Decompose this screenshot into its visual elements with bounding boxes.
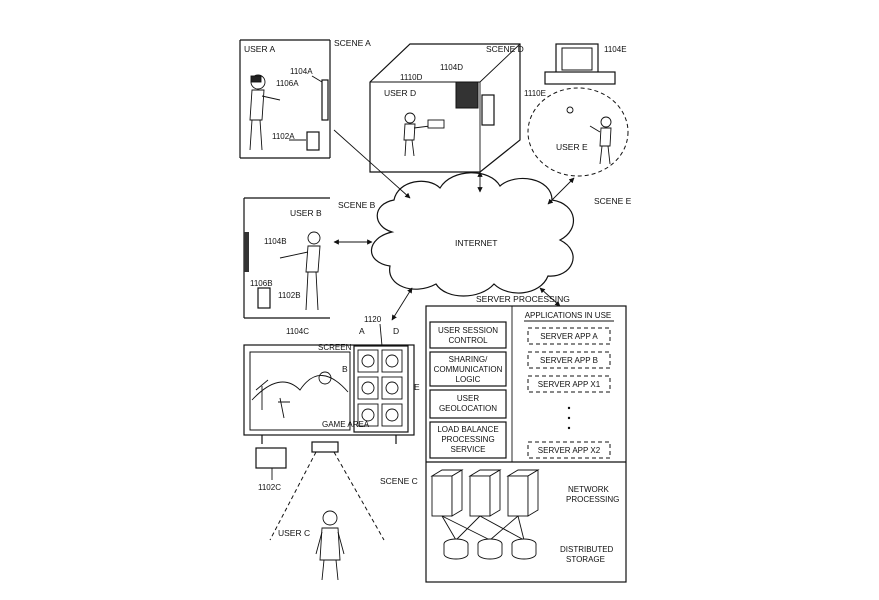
scene-d: SCENE D 1110D 1104D USER D <box>369 43 524 173</box>
scene-c: SCREEN GAME AREA 1104C 1120 A D B E 1102… <box>243 315 420 581</box>
module-geo-line1: USER <box>457 394 479 403</box>
network-processing-l2: PROCESSING <box>566 495 619 504</box>
module-session-line2: CONTROL <box>448 336 488 345</box>
module-geo-line2: GEOLOCATION <box>439 404 497 413</box>
panel-e-label: E <box>414 382 420 392</box>
ref-1104a: 1104A <box>290 67 313 76</box>
module-lb-line2: PROCESSING <box>441 435 494 444</box>
server-racks <box>430 469 540 517</box>
app-b-label: SERVER APP B <box>540 356 598 365</box>
ref-1104e: 1104E <box>604 45 627 54</box>
display-1104d <box>455 81 479 109</box>
user-b-label: USER B <box>290 208 322 218</box>
internet-label: INTERNET <box>455 238 498 248</box>
applications-in-use: APPLICATIONS IN USE SERVER APP A SERVER … <box>524 311 614 459</box>
server-processing: SERVER PROCESSING USER SESSION CONTROL S… <box>425 294 627 583</box>
scene-a: USER A SCENE A 1104A 1106A 1102A <box>239 38 371 159</box>
controller-1102c <box>255 447 287 469</box>
panel-b-label: B <box>342 364 348 374</box>
module-geolocation <box>429 389 507 419</box>
controller-1102b <box>257 287 271 309</box>
module-lb-line3: SERVICE <box>451 445 486 454</box>
app-a-label: SERVER APP A <box>540 332 598 341</box>
user-a-figure <box>249 74 281 151</box>
display-1104a <box>321 79 329 121</box>
ref-1104c: 1104C <box>286 327 309 336</box>
ref-1102b: 1102B <box>278 291 301 300</box>
distributed-storage-l2: STORAGE <box>566 555 605 564</box>
server-modules: USER SESSION CONTROL SHARING/ COMMUNICAT… <box>429 321 507 459</box>
user-d-figure <box>403 112 445 157</box>
user-e-figure <box>566 106 612 165</box>
screen-label: SCREEN <box>318 343 352 352</box>
display-1104b <box>244 232 249 272</box>
ref-1104b: 1104B <box>264 237 287 246</box>
ref-1102c: 1102C <box>258 483 281 492</box>
ref-1102a: 1102A <box>272 132 295 141</box>
app-x1-label: SERVER APP X1 <box>538 380 601 389</box>
user-c-label: USER C <box>278 528 310 538</box>
camera-c <box>311 441 339 453</box>
user-d-label: USER D <box>384 88 416 98</box>
controller-1102a <box>306 131 320 151</box>
module-load-balance <box>429 421 507 459</box>
panel-a-label: A <box>359 326 365 336</box>
network-connectors <box>333 129 575 321</box>
distributed-storage-l1: DISTRIBUTED <box>560 545 614 554</box>
ref-1104d: 1104D <box>440 63 463 72</box>
scene-b-label: SCENE B <box>338 200 376 210</box>
ref-1110d: 1110D <box>400 73 423 82</box>
user-a-label: USER A <box>244 44 276 54</box>
scene-e-label: SCENE E <box>594 196 632 206</box>
module-sharing-logic <box>429 351 507 387</box>
module-session-control <box>429 321 507 349</box>
user-e-label: USER E <box>556 142 588 152</box>
module-lb-line1: LOAD BALANCE <box>437 425 498 434</box>
module-sharing-line3: LOGIC <box>456 375 481 384</box>
scene-c-label: SCENE C <box>380 476 418 486</box>
scene-d-label: SCENE D <box>486 44 524 54</box>
internet-cloud: INTERNET <box>370 172 575 297</box>
game-area-label: GAME AREA <box>322 420 370 429</box>
ref-1120: 1120 <box>364 315 382 324</box>
scene-b: USER B SCENE B 1104B 1106B 1102B <box>243 197 376 319</box>
panel-d-label: D <box>393 326 399 336</box>
scene-a-label: SCENE A <box>334 38 371 48</box>
apps-title: APPLICATIONS IN USE <box>525 311 612 320</box>
app-x2-label: SERVER APP X2 <box>538 446 601 455</box>
storage-network <box>441 515 537 560</box>
ref-1106a: 1106A <box>276 79 299 88</box>
scene-e: 1104E 1110E USER E SCENE E <box>524 43 632 206</box>
user-b-figure <box>279 231 321 311</box>
player-portraits <box>357 349 403 427</box>
ref-1106b: 1106B <box>250 279 273 288</box>
network-processing-l1: NETWORK <box>568 485 610 494</box>
module-session-line1: USER SESSION <box>438 326 498 335</box>
module-sharing-line2: COMMUNICATION <box>434 365 503 374</box>
ref-1110e: 1110E <box>524 89 546 98</box>
server-title: SERVER PROCESSING <box>476 294 570 304</box>
user-c-figure <box>315 510 345 581</box>
module-sharing-line1: SHARING/ <box>449 355 488 364</box>
